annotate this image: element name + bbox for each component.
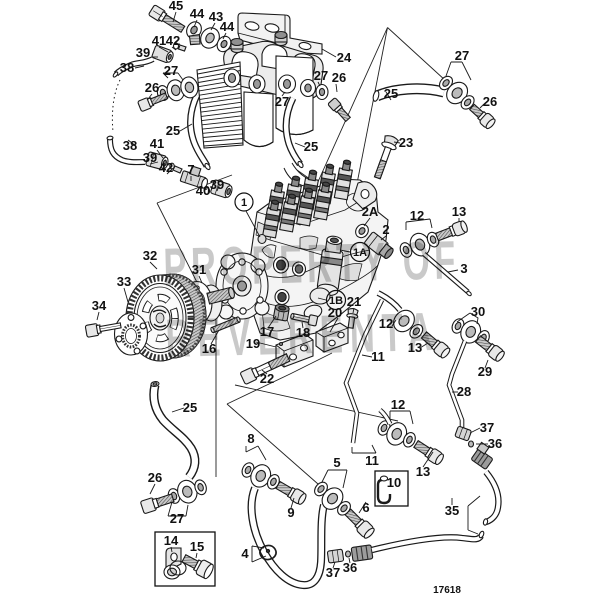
svg-text:2: 2 bbox=[382, 222, 389, 237]
svg-text:12: 12 bbox=[410, 208, 424, 223]
svg-text:8: 8 bbox=[247, 431, 254, 446]
svg-text:31: 31 bbox=[192, 262, 206, 277]
svg-text:25: 25 bbox=[384, 86, 398, 101]
svg-text:26: 26 bbox=[332, 70, 346, 85]
svg-text:11: 11 bbox=[371, 349, 385, 364]
svg-text:7: 7 bbox=[187, 162, 194, 177]
svg-text:39: 39 bbox=[136, 45, 150, 60]
svg-text:4: 4 bbox=[241, 546, 249, 561]
svg-text:39: 39 bbox=[210, 177, 224, 192]
svg-text:10: 10 bbox=[387, 475, 401, 490]
svg-text:44: 44 bbox=[220, 19, 235, 34]
svg-text:26: 26 bbox=[145, 80, 159, 95]
svg-text:13: 13 bbox=[408, 340, 422, 355]
svg-text:21: 21 bbox=[347, 294, 361, 309]
svg-text:43: 43 bbox=[209, 9, 223, 24]
svg-text:1A: 1A bbox=[353, 247, 367, 259]
svg-text:28: 28 bbox=[457, 384, 471, 399]
svg-text:2A: 2A bbox=[362, 204, 379, 219]
svg-text:24: 24 bbox=[337, 50, 352, 65]
svg-text:14: 14 bbox=[164, 533, 179, 548]
svg-text:29: 29 bbox=[478, 364, 492, 379]
svg-text:41: 41 bbox=[152, 33, 166, 48]
svg-text:37: 37 bbox=[326, 565, 340, 580]
svg-text:42: 42 bbox=[166, 33, 180, 48]
svg-text:12: 12 bbox=[391, 397, 405, 412]
svg-text:16: 16 bbox=[202, 341, 216, 356]
svg-text:33: 33 bbox=[117, 274, 131, 289]
svg-text:17: 17 bbox=[260, 324, 274, 339]
svg-text:35: 35 bbox=[445, 503, 459, 518]
svg-text:5: 5 bbox=[333, 455, 340, 470]
svg-text:3: 3 bbox=[460, 261, 467, 276]
svg-text:PROPERTY OF: PROPERTY OF bbox=[163, 229, 461, 297]
svg-text:37: 37 bbox=[480, 420, 494, 435]
svg-text:27: 27 bbox=[314, 68, 328, 83]
svg-text:30: 30 bbox=[471, 304, 485, 319]
svg-text:27: 27 bbox=[455, 48, 469, 63]
svg-text:25: 25 bbox=[166, 123, 180, 138]
svg-text:38: 38 bbox=[123, 138, 137, 153]
svg-text:9: 9 bbox=[287, 505, 294, 520]
svg-text:27: 27 bbox=[170, 511, 184, 526]
svg-text:27: 27 bbox=[275, 94, 289, 109]
svg-text:27: 27 bbox=[164, 63, 178, 78]
svg-text:39: 39 bbox=[143, 150, 157, 165]
svg-text:32: 32 bbox=[143, 248, 157, 263]
svg-text:18: 18 bbox=[296, 325, 310, 340]
svg-text:41: 41 bbox=[150, 136, 164, 151]
svg-text:13: 13 bbox=[416, 464, 430, 479]
svg-text:25: 25 bbox=[304, 139, 318, 154]
svg-text:17618: 17618 bbox=[433, 585, 461, 596]
svg-text:15: 15 bbox=[190, 539, 204, 554]
svg-text:13: 13 bbox=[452, 204, 466, 219]
svg-text:11: 11 bbox=[365, 453, 379, 468]
svg-text:1: 1 bbox=[241, 197, 247, 209]
svg-text:45: 45 bbox=[169, 0, 183, 13]
svg-text:38: 38 bbox=[120, 60, 134, 75]
svg-text:36: 36 bbox=[343, 560, 357, 575]
svg-text:26: 26 bbox=[483, 94, 497, 109]
svg-text:23: 23 bbox=[399, 135, 413, 150]
svg-text:42: 42 bbox=[159, 160, 173, 175]
svg-text:26: 26 bbox=[148, 470, 162, 485]
svg-text:REVERENTA: REVERENTA bbox=[165, 301, 440, 369]
svg-text:12: 12 bbox=[379, 316, 393, 331]
svg-text:34: 34 bbox=[92, 298, 107, 313]
svg-text:40: 40 bbox=[196, 183, 210, 198]
svg-text:19: 19 bbox=[246, 336, 260, 351]
svg-text:36: 36 bbox=[488, 436, 502, 451]
svg-text:44: 44 bbox=[190, 6, 205, 21]
svg-text:6: 6 bbox=[362, 500, 369, 515]
svg-text:25: 25 bbox=[183, 400, 197, 415]
svg-text:22: 22 bbox=[260, 371, 274, 386]
svg-text:1B: 1B bbox=[329, 295, 343, 307]
